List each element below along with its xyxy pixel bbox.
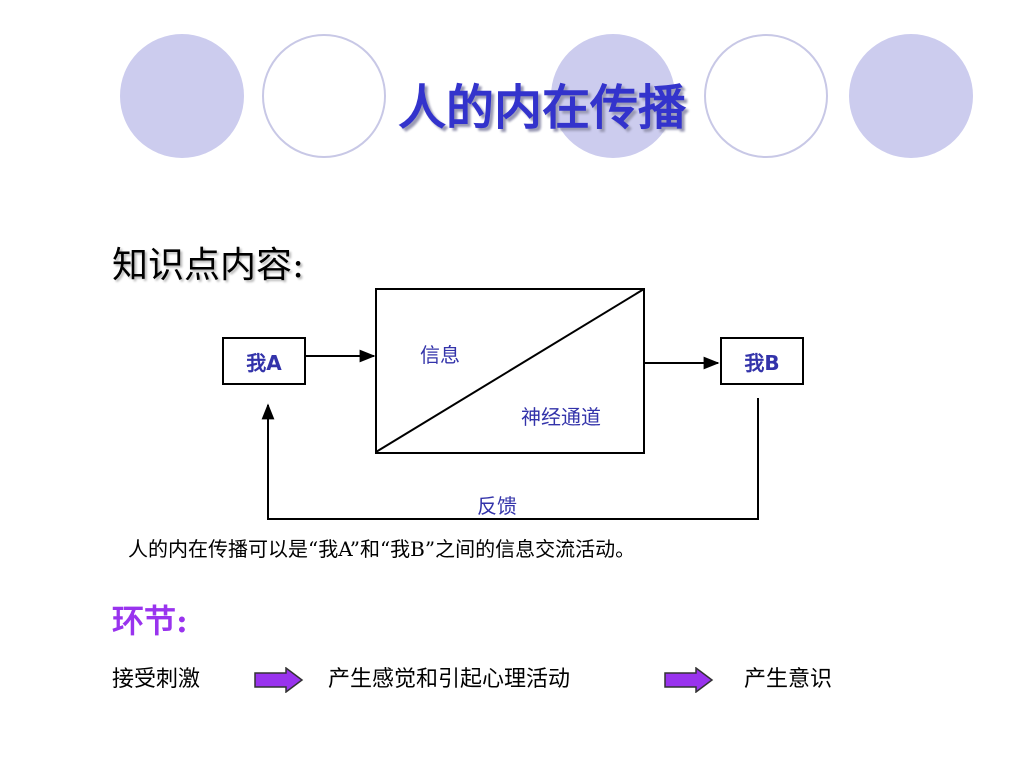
channel-diagonal	[375, 288, 645, 453]
info-label: 信息	[420, 343, 460, 367]
diagram-caption: 人的内在传播可以是“我A”和“我B”之间的信息交流活动。	[128, 537, 636, 561]
feedback-loop	[261, 398, 759, 520]
node-a-label: 我A	[246, 350, 282, 375]
stage-1: 接受刺激	[112, 667, 201, 692]
stages-heading: 环节:	[112, 602, 188, 640]
stage-arrow-1	[254, 667, 304, 693]
decor-circle-2	[262, 34, 386, 158]
stage-3: 产生意识	[744, 667, 833, 692]
feedback-label: 反馈	[477, 494, 517, 518]
channel-box	[375, 288, 645, 454]
stage-arrow-2	[664, 667, 714, 693]
node-a-box: 我A	[222, 337, 306, 385]
knowledge-heading: 知识点内容:	[112, 245, 305, 286]
channel-label: 神经通道	[521, 405, 601, 429]
node-b-box: 我B	[720, 337, 804, 385]
decor-circle-5	[849, 34, 973, 158]
decor-circle-1	[120, 34, 244, 158]
stage-2: 产生感觉和引起心理活动	[328, 667, 571, 692]
node-b-label: 我B	[744, 350, 780, 375]
slide-title: 人的内在传播	[397, 80, 686, 136]
decor-circle-4	[704, 34, 828, 158]
decor-circle-3	[551, 34, 675, 158]
